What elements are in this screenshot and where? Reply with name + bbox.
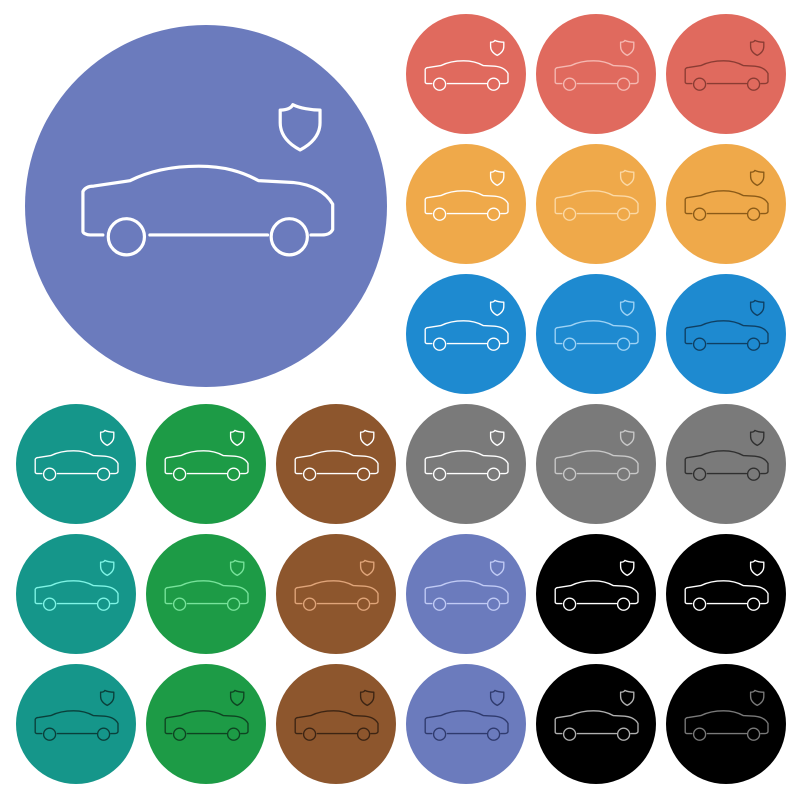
icon-background-circle	[536, 274, 656, 394]
icon-background-circle	[406, 664, 526, 784]
car-protection-icon-black-dark-gray	[666, 664, 786, 784]
car-protection-icon-black-gray	[536, 664, 656, 784]
car-protection-icon-orange-light	[536, 144, 656, 264]
car-protection-icon-teal-dark	[16, 664, 136, 784]
car-protection-icon-brown-light	[276, 534, 396, 654]
car-protection-icon-orange-dark	[666, 144, 786, 264]
car-protection-icon-black-white-2	[666, 534, 786, 654]
icon-background-circle	[666, 534, 786, 654]
icon-background-circle	[406, 404, 526, 524]
icon-background-circle	[25, 25, 387, 387]
car-protection-icon-indigo-light	[406, 534, 526, 654]
icon-background-circle	[666, 144, 786, 264]
car-protection-icon-blue-white	[406, 274, 526, 394]
car-protection-icon-teal-light	[16, 534, 136, 654]
icon-background-circle	[406, 14, 526, 134]
icon-background-circle	[536, 144, 656, 264]
icon-background-circle	[666, 14, 786, 134]
icon-background-circle	[16, 534, 136, 654]
icon-background-circle	[406, 144, 526, 264]
icon-background-circle	[16, 664, 136, 784]
car-protection-icon-blue-light	[536, 274, 656, 394]
icon-background-circle	[666, 274, 786, 394]
icon-background-circle	[536, 664, 656, 784]
car-protection-icon-indigo-dark	[406, 664, 526, 784]
car-protection-icon-red-dark	[666, 14, 786, 134]
car-protection-icon-green-light	[146, 534, 266, 654]
car-protection-icon-blue-dark	[666, 274, 786, 394]
car-protection-icon-orange-white	[406, 144, 526, 264]
icon-background-circle	[536, 404, 656, 524]
icon-background-circle	[276, 404, 396, 524]
car-protection-icon-red-light	[536, 14, 656, 134]
icon-background-circle	[406, 534, 526, 654]
icon-background-circle	[536, 534, 656, 654]
icon-background-circle	[276, 664, 396, 784]
car-protection-icon-brown-dark	[276, 664, 396, 784]
car-protection-icon-green-dark	[146, 664, 266, 784]
car-protection-icon-black-white	[536, 534, 656, 654]
car-protection-icon-teal-white	[16, 404, 136, 524]
icon-background-circle	[16, 404, 136, 524]
icon-background-circle	[146, 404, 266, 524]
icon-background-circle	[146, 534, 266, 654]
icon-background-circle	[406, 274, 526, 394]
car-protection-icon-gray-light	[536, 404, 656, 524]
car-protection-icon	[25, 25, 387, 387]
car-protection-icon-red-white	[406, 14, 526, 134]
icon-background-circle	[146, 664, 266, 784]
car-protection-icon-brown-white	[276, 404, 396, 524]
car-protection-icon-gray-white	[406, 404, 526, 524]
icon-background-circle	[666, 664, 786, 784]
icon-background-circle	[276, 534, 396, 654]
icon-background-circle	[666, 404, 786, 524]
car-protection-icon-gray-dark	[666, 404, 786, 524]
icon-background-circle	[536, 14, 656, 134]
car-protection-icon-green-white	[146, 404, 266, 524]
